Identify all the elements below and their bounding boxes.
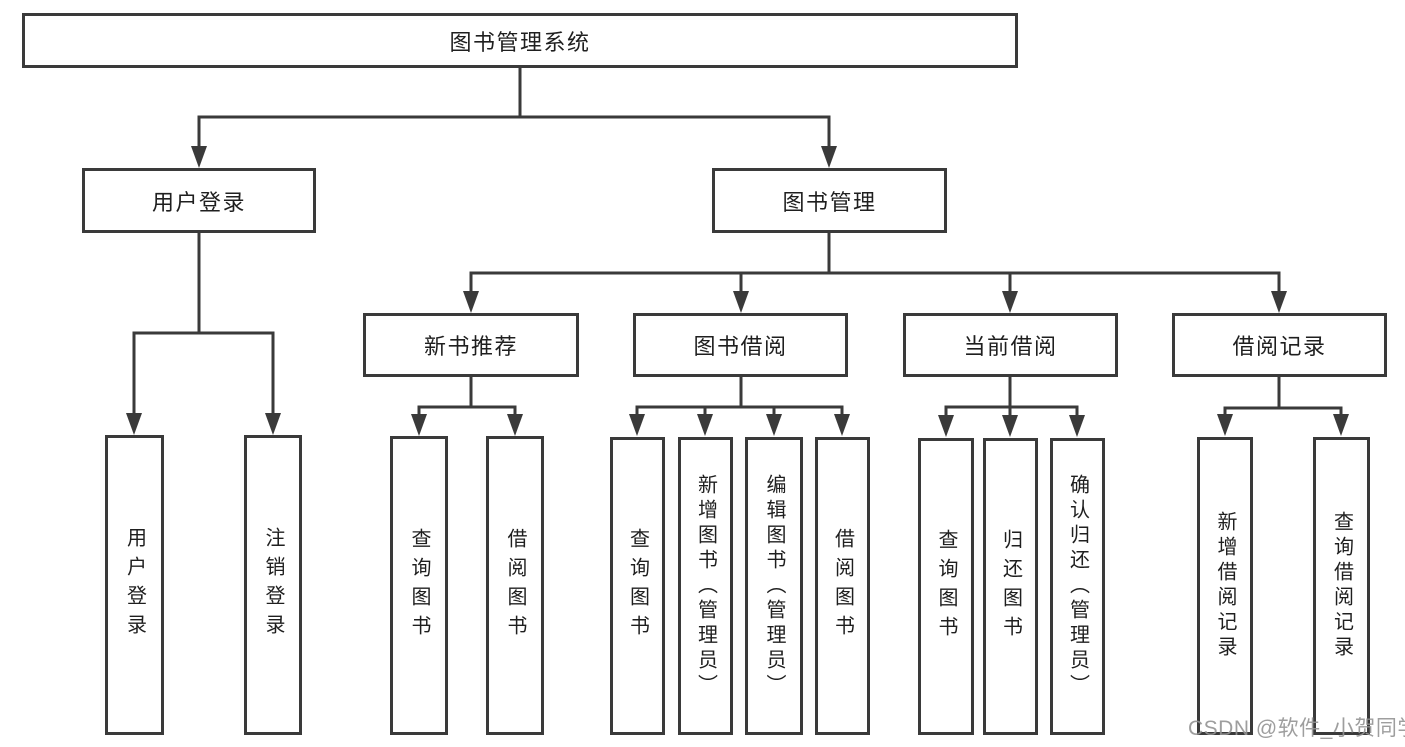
node-label: 借阅记录: [1232, 334, 1327, 359]
leaf-borrow-books-recommend: 借阅图书: [486, 436, 544, 735]
node-label: 图书管理: [782, 189, 877, 215]
node-label: 查询图书: [935, 528, 957, 645]
leaf-add-borrow-record: 新增借阅记录: [1197, 437, 1253, 735]
connector-root-to-level2: [191, 68, 837, 168]
node-label: 新增图书（管理员）: [694, 473, 717, 699]
connector-new-book-recommend-children: [411, 377, 523, 436]
node-label: 图书管理系统: [449, 29, 591, 55]
watermark: CSDN @软件_小贺同学: [1188, 717, 1405, 740]
connector-book-borrow-children: [629, 377, 850, 436]
node-label: 新增借阅记录: [1214, 511, 1236, 661]
leaf-user-login: 用户登录: [105, 435, 164, 735]
node-label: 查询图书: [408, 527, 430, 644]
node-label: 编辑图书（管理员）: [763, 473, 785, 699]
node-label: 新书推荐: [423, 334, 518, 359]
node-label: 归还图书: [999, 528, 1022, 645]
node-borrow-records: 借阅记录: [1172, 313, 1387, 377]
node-label: 借阅图书: [831, 528, 854, 644]
leaf-query-books-borrow: 查询图书: [610, 437, 665, 735]
leaf-query-borrow-record: 查询借阅记录: [1313, 437, 1370, 735]
leaf-logout: 注销登录: [244, 435, 302, 735]
leaf-edit-book-admin: 编辑图书（管理员）: [745, 437, 803, 735]
node-book-borrow: 图书借阅: [633, 313, 848, 377]
node-label: 图书借阅: [693, 334, 788, 359]
leaf-query-books-current: 查询图书: [918, 438, 974, 735]
node-book-management: 图书管理: [712, 168, 947, 233]
node-label: 查询借阅记录: [1330, 511, 1353, 661]
node-label: 注销登录: [262, 527, 284, 643]
node-new-book-recommend: 新书推荐: [363, 313, 579, 377]
node-current-borrow: 当前借阅: [903, 313, 1118, 377]
connector-user-login-children: [126, 233, 281, 435]
node-user-login: 用户登录: [82, 168, 316, 233]
node-label: 查询图书: [626, 528, 649, 644]
leaf-return-books: 归还图书: [983, 438, 1038, 735]
connector-book-management-to-level3: [463, 233, 1287, 313]
node-label: 用户登录: [151, 189, 246, 215]
node-label: 当前借阅: [963, 334, 1058, 359]
connector-borrow-records-children: [1217, 377, 1349, 436]
leaf-borrow-books: 借阅图书: [815, 437, 870, 735]
leaf-add-book-admin: 新增图书（管理员）: [678, 437, 733, 735]
leaf-query-books-recommend: 查询图书: [390, 436, 448, 735]
node-label: 借阅图书: [504, 527, 526, 644]
node-root: 图书管理系统: [22, 13, 1018, 68]
connector-current-borrow-children: [938, 377, 1085, 437]
node-label: 用户登录: [123, 527, 146, 643]
leaf-confirm-return-admin: 确认归还（管理员）: [1050, 438, 1105, 735]
node-label: 确认归还（管理员）: [1066, 474, 1089, 699]
